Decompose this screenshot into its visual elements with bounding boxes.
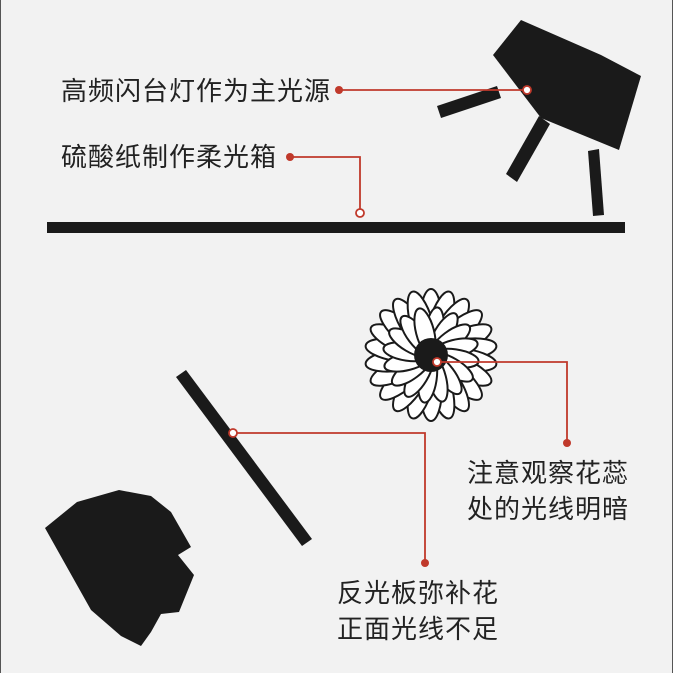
light-ray-2 [506, 116, 550, 182]
flash-dot [335, 86, 343, 94]
softbox-label: 硫酸纸制作柔光箱 [61, 143, 278, 173]
camera-icon [45, 490, 194, 646]
observe-dot [563, 439, 571, 447]
observe-leader-line [437, 361, 568, 443]
reflector-label-line1: 反光板弥补花 [337, 579, 500, 609]
light-ray-1 [437, 86, 501, 118]
tracing-paper-softbox [47, 222, 625, 233]
reflector-end-ring [228, 428, 238, 438]
softbox-dot [286, 153, 294, 161]
flash-lamp-head [493, 20, 641, 150]
observe-end-ring [432, 357, 442, 367]
softbox-leader-line [290, 156, 361, 213]
flash-end-ring [522, 85, 532, 95]
reflector-dot [421, 559, 429, 567]
observe-label-line2: 处的光线明暗 [467, 495, 630, 525]
softbox-end-ring [355, 208, 365, 218]
flash-label: 高频闪台灯作为主光源 [61, 77, 332, 107]
light-ray-3 [588, 149, 604, 216]
reflector-label-line2: 正面光线不足 [337, 615, 500, 645]
observe-label-line1: 注意观察花蕊 [467, 459, 630, 489]
reflector-leader-line [233, 432, 426, 563]
flower-illustration [364, 288, 498, 422]
flower-center [414, 338, 448, 372]
reflector-board [176, 370, 312, 546]
